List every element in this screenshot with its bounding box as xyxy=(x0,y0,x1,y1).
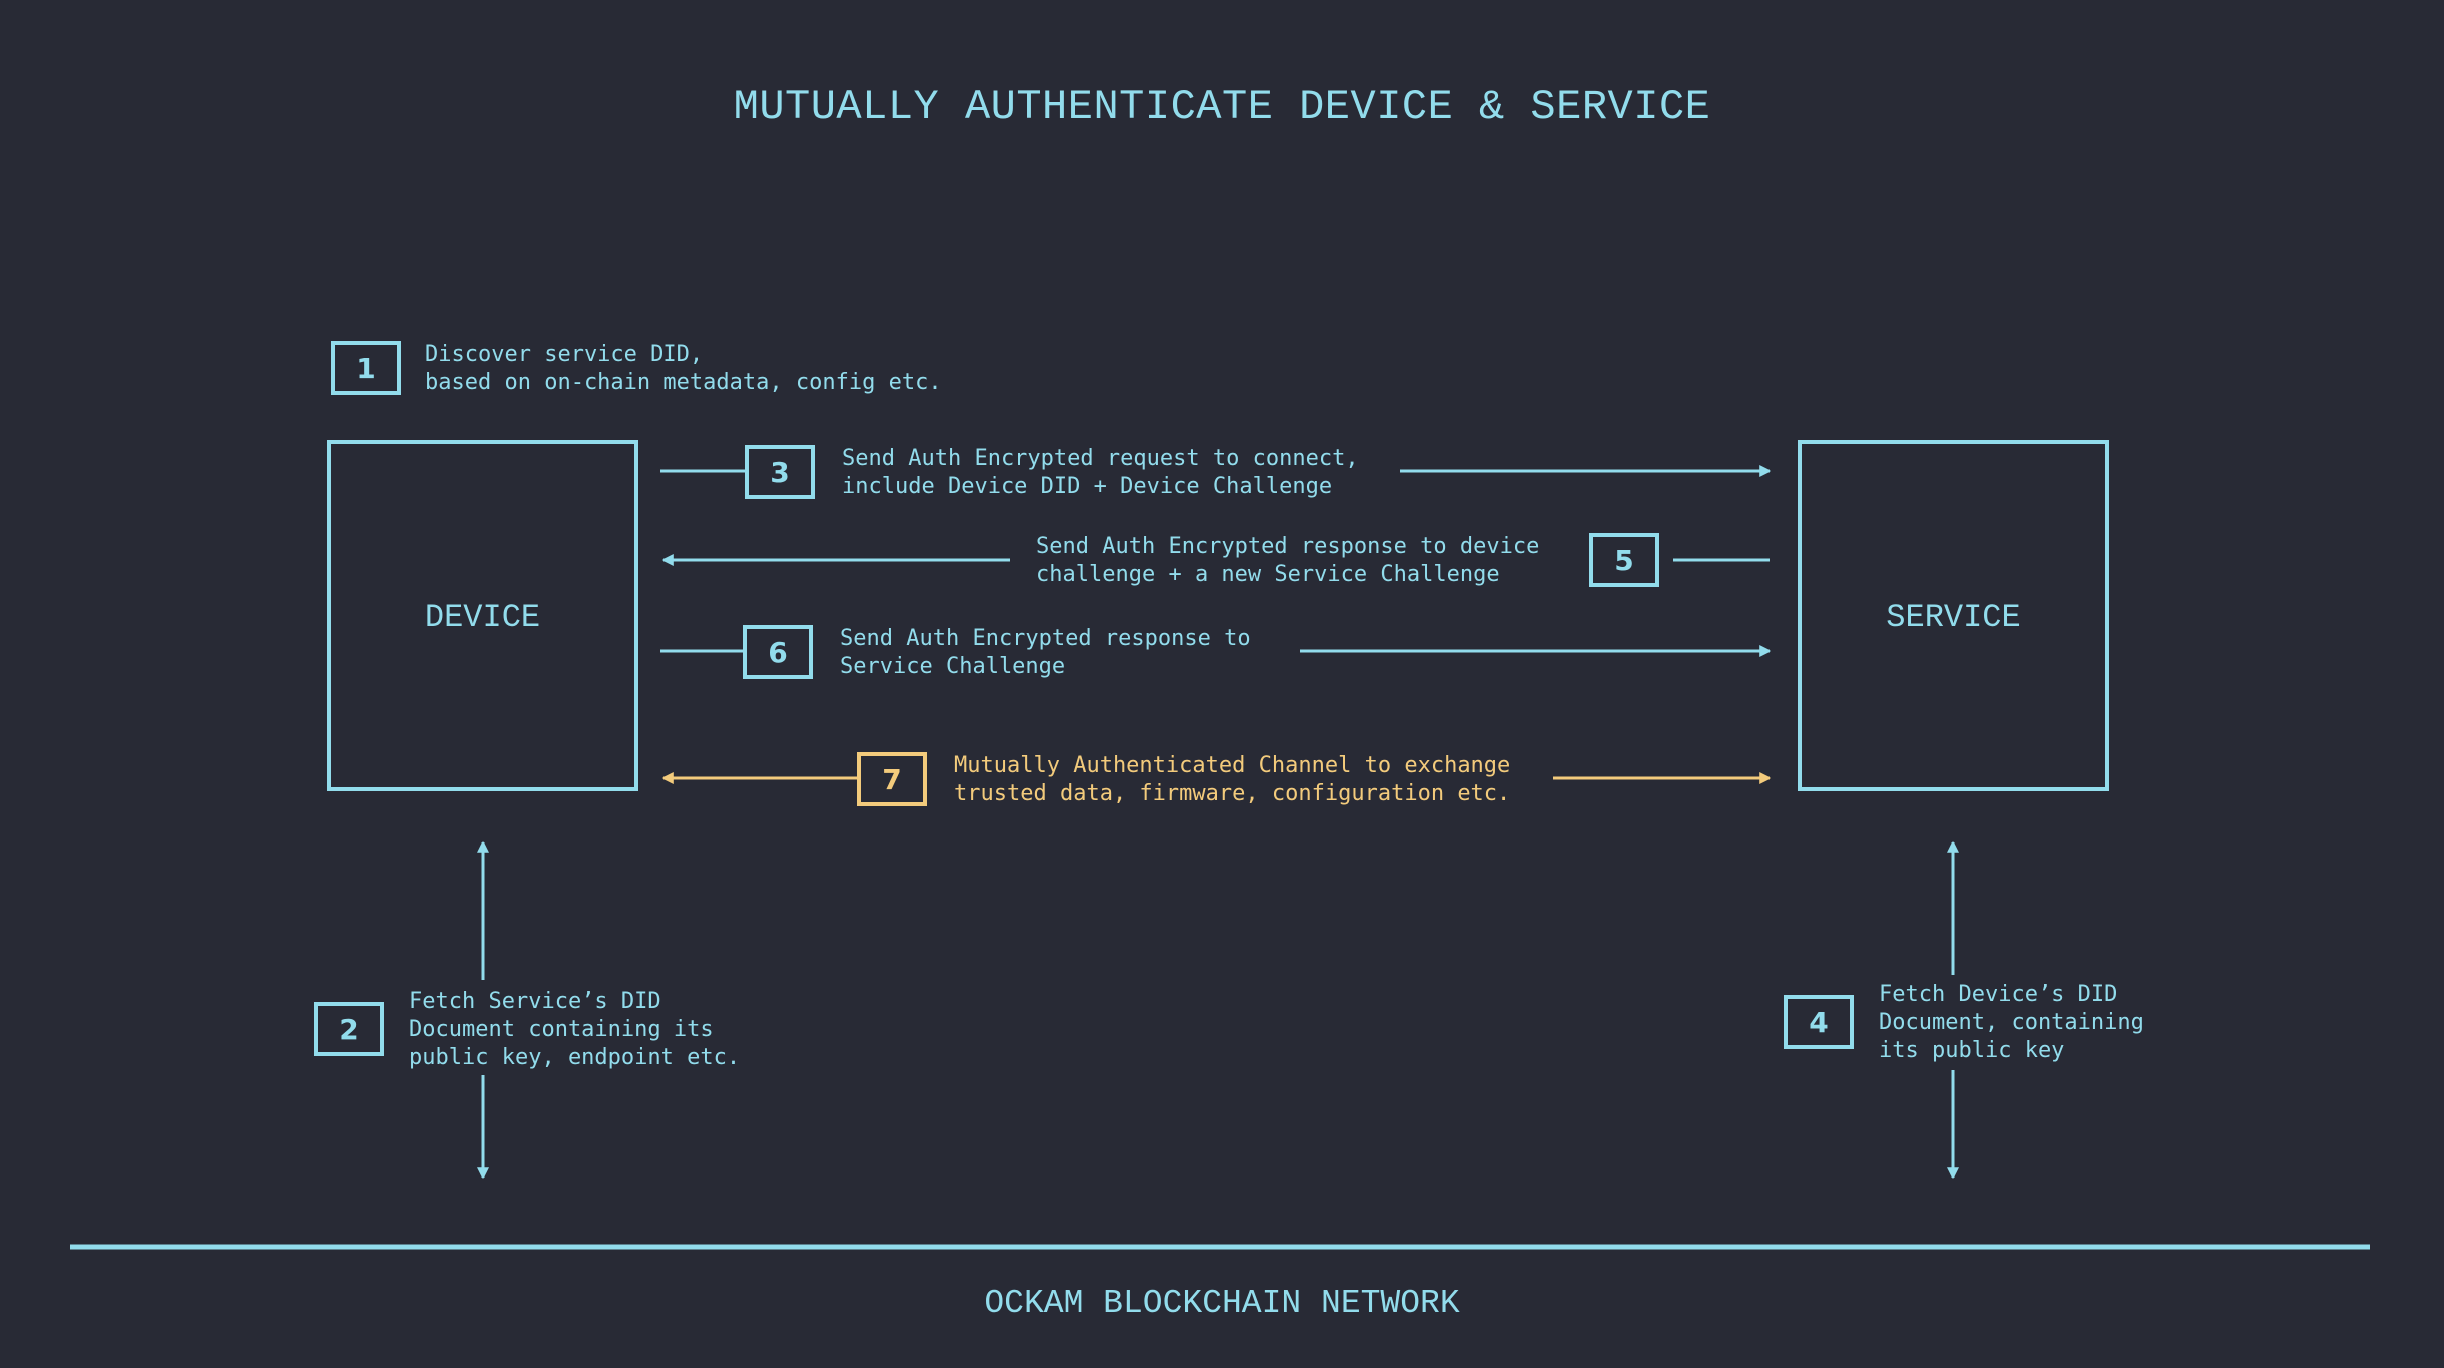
step-2-badge: 2 xyxy=(314,1002,384,1056)
service-label: SERVICE xyxy=(1886,599,2021,636)
step-1-text: Discover service DID, based on on-chain … xyxy=(425,342,942,395)
network-label: OCKAM BLOCKCHAIN NETWORK xyxy=(984,1285,1460,1322)
step-6-text: Send Auth Encrypted response to Service … xyxy=(840,626,1251,679)
step-5-text: Send Auth Encrypted response to device c… xyxy=(1036,534,1540,587)
step-3-badge: 3 xyxy=(745,445,815,499)
service-box xyxy=(1798,440,2109,791)
device-box xyxy=(327,440,638,791)
page-title: MUTUALLY AUTHENTICATE DEVICE & SERVICE xyxy=(733,83,1711,131)
step-1-badge: 1 xyxy=(331,341,401,395)
step-6-badge: 6 xyxy=(743,625,813,679)
step-4-badge: 4 xyxy=(1784,995,1854,1049)
step-3-text: Send Auth Encrypted request to connect, … xyxy=(842,446,1359,499)
step-4-text: Fetch Device’s DID Document, containing … xyxy=(1879,982,2144,1063)
device-label: DEVICE xyxy=(424,599,541,636)
step-5-badge: 5 xyxy=(1589,533,1659,587)
step-2-text: Fetch Service’s DID Document containing … xyxy=(409,989,741,1070)
step-7-badge: 7 xyxy=(857,752,927,806)
step-7-text: Mutually Authenticated Channel to exchan… xyxy=(954,753,1511,806)
